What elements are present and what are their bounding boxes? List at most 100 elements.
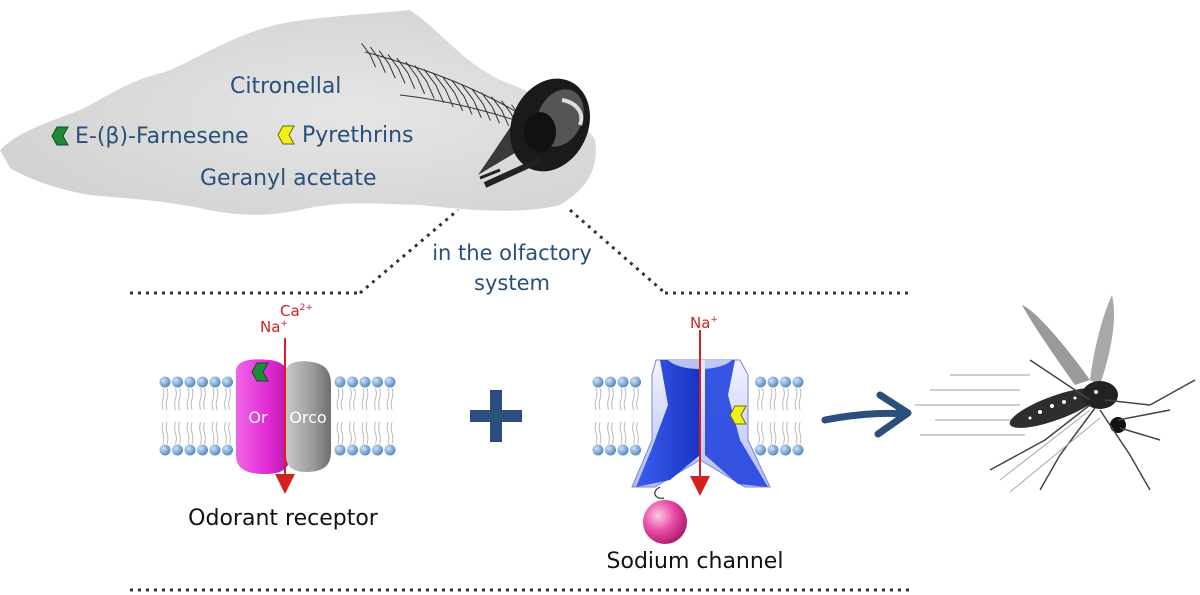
label-na-channel: Na+ bbox=[690, 314, 718, 332]
odor-cloud bbox=[0, 10, 596, 215]
lipid-tail bbox=[611, 421, 614, 445]
lipid-tail bbox=[607, 387, 610, 411]
lipid-tail bbox=[623, 421, 627, 445]
lipid-tail bbox=[161, 421, 165, 445]
antenna-hair bbox=[461, 84, 482, 118]
antenna-hair bbox=[491, 96, 510, 127]
or-subunit bbox=[236, 359, 290, 474]
lipid-tail bbox=[340, 387, 344, 411]
zoom-dotted-lines bbox=[130, 208, 910, 592]
lipid-head bbox=[172, 444, 183, 456]
lipid-tail bbox=[224, 387, 227, 411]
lipid-tail bbox=[215, 387, 219, 411]
antenna-hair bbox=[432, 72, 454, 108]
lipid-tail bbox=[374, 421, 377, 445]
lipid-tail bbox=[761, 421, 764, 445]
inactivation-ball bbox=[643, 500, 687, 544]
farnesene-bound-hexagon-icon bbox=[251, 362, 269, 382]
lipid-head bbox=[592, 376, 604, 388]
label-olfactory-line2: system bbox=[474, 271, 550, 295]
lipid-tail bbox=[378, 387, 381, 411]
lipid-tail bbox=[390, 421, 394, 445]
lipid-tail bbox=[374, 387, 377, 411]
lipid-head bbox=[630, 376, 641, 388]
lipid-tail bbox=[798, 421, 802, 445]
antenna-hair bbox=[414, 65, 435, 99]
lipid-head bbox=[197, 444, 208, 456]
label-na-or: Na+ bbox=[260, 318, 288, 336]
pyrethrin-bound-hexagon-icon bbox=[729, 405, 747, 425]
lipid-tail bbox=[336, 421, 340, 445]
lipid-tail bbox=[228, 387, 231, 411]
lipid-tail bbox=[607, 421, 610, 445]
lipid-tail bbox=[186, 387, 190, 411]
lipid-head bbox=[347, 376, 358, 388]
lipid-tail bbox=[773, 421, 777, 445]
lipid-head bbox=[384, 376, 396, 388]
label-ca-or: Ca2+ bbox=[280, 302, 313, 320]
lipid-tail bbox=[211, 421, 215, 445]
label-orco: Orco bbox=[289, 408, 326, 427]
lipid-tail bbox=[598, 421, 602, 445]
lipid-head bbox=[780, 376, 791, 388]
lipid-tail bbox=[190, 421, 194, 445]
lipid-tail bbox=[349, 421, 352, 445]
lipid-head bbox=[617, 376, 629, 388]
lipid-head bbox=[359, 376, 371, 388]
lipid-tail bbox=[619, 421, 623, 445]
label-pyrethrins: Pyrethrins bbox=[302, 123, 414, 148]
inactivation-tether bbox=[654, 486, 665, 499]
lipid-tail bbox=[186, 421, 190, 445]
lipid-tail bbox=[623, 387, 627, 411]
lipid-tail bbox=[798, 387, 802, 411]
lipid-tail bbox=[174, 387, 177, 411]
lipid-tail bbox=[336, 387, 340, 411]
lipid-tail bbox=[165, 387, 169, 411]
lipid-tail bbox=[773, 387, 777, 411]
lipid-tail bbox=[361, 421, 365, 445]
lipid-tail bbox=[353, 387, 356, 411]
lipid-tail bbox=[161, 387, 165, 411]
mosquito-head-icon bbox=[478, 78, 590, 188]
lipid-tail bbox=[632, 387, 635, 411]
lipid-tail bbox=[174, 421, 177, 445]
antenna-hair bbox=[481, 92, 501, 124]
lipid-head bbox=[755, 444, 766, 456]
lipid-tail bbox=[199, 387, 202, 411]
lipid-tail bbox=[782, 421, 785, 445]
membrane-right bbox=[592, 376, 804, 456]
lipid-tail bbox=[632, 421, 635, 445]
label-citronellal: Citronellal bbox=[230, 74, 341, 99]
lipid-tail bbox=[199, 421, 202, 445]
lipid-head bbox=[209, 376, 221, 388]
antenna-hair bbox=[442, 76, 464, 112]
label-farnesene: E-(β)-Farnesene bbox=[75, 124, 249, 149]
label-geranyl-acetate: Geranyl acetate bbox=[200, 166, 377, 191]
lipid-tail bbox=[378, 421, 381, 445]
lipid-head bbox=[767, 376, 779, 388]
antenna-hair bbox=[423, 68, 445, 104]
lipid-head bbox=[792, 376, 804, 388]
lipid-tail bbox=[782, 387, 785, 411]
lipid-tail bbox=[594, 387, 598, 411]
lipid-tail bbox=[349, 387, 352, 411]
caption-odorant-receptor: Odorant receptor bbox=[188, 506, 379, 531]
lipid-tail bbox=[786, 421, 789, 445]
lipid-tail bbox=[165, 421, 169, 445]
lipid-head bbox=[209, 444, 221, 456]
lipid-tail bbox=[598, 387, 602, 411]
pyrethrin-yellow-hexagon-icon bbox=[277, 125, 295, 145]
lipid-tail bbox=[611, 387, 614, 411]
lipid-tail bbox=[761, 387, 764, 411]
lipid-tail bbox=[619, 387, 623, 411]
label-or: Or bbox=[248, 408, 268, 427]
antenna-hair bbox=[471, 88, 491, 121]
lipid-head bbox=[592, 444, 604, 456]
antenna-hair bbox=[378, 50, 396, 79]
lipid-tail bbox=[594, 421, 598, 445]
lipid-tail bbox=[353, 421, 356, 445]
lipid-head bbox=[334, 444, 346, 456]
lipid-tail bbox=[390, 387, 394, 411]
lipid-tail bbox=[203, 387, 206, 411]
lipid-head bbox=[222, 444, 233, 456]
